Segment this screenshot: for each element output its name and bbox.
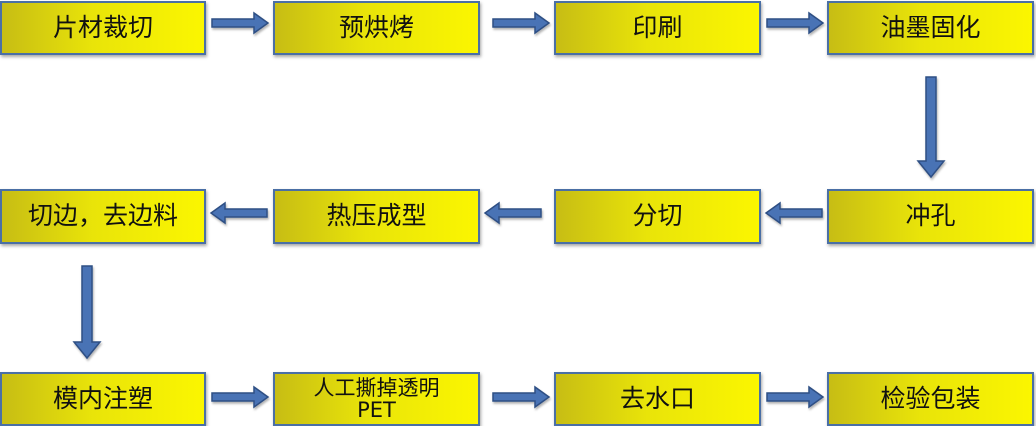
- step-label: 分切: [632, 201, 683, 231]
- step-trimming: 切边，去边料: [0, 189, 206, 244]
- step-label-line2: PET: [357, 398, 396, 422]
- arrow-right-icon: [492, 385, 551, 409]
- step-label: 片材裁切: [52, 12, 153, 42]
- step-label: 预烘烤: [338, 12, 414, 42]
- step-label: 检验包装: [880, 383, 981, 413]
- step-pre-baking: 预烘烤: [273, 1, 480, 55]
- arrow-left-icon: [209, 201, 268, 225]
- step-label: 印刷: [632, 12, 683, 42]
- step-label: 冲孔: [905, 201, 956, 231]
- step-punching: 冲孔: [827, 189, 1034, 244]
- step-label: 油墨固化: [880, 12, 981, 42]
- arrow-right-icon: [766, 385, 825, 409]
- step-label: 切边，去边料: [27, 201, 178, 231]
- arrow-down-icon: [916, 76, 946, 179]
- step-inspection-packing: 检验包装: [827, 372, 1034, 426]
- step-label-line1: 人工撕掉透明: [313, 375, 440, 400]
- arrow-down-icon: [72, 265, 102, 360]
- step-label: 热压成型: [326, 201, 427, 231]
- step-hot-press-forming: 热压成型: [273, 189, 480, 244]
- step-degating: 去水口: [554, 372, 761, 426]
- arrow-right-icon: [492, 11, 551, 35]
- step-sheet-cutting: 片材裁切: [0, 1, 206, 55]
- step-label: 去水口: [619, 383, 695, 413]
- arrow-right-icon: [211, 11, 270, 35]
- step-slitting: 分切: [554, 189, 761, 244]
- step-in-mold-injection: 模内注塑: [0, 372, 206, 426]
- step-printing: 印刷: [554, 1, 761, 55]
- arrow-right-icon: [211, 385, 270, 409]
- arrow-right-icon: [766, 11, 825, 35]
- step-peel-pet: 人工撕掉透明 PET: [273, 372, 480, 426]
- arrow-left-icon: [483, 201, 542, 225]
- arrow-left-icon: [764, 201, 823, 225]
- step-label: 模内注塑: [52, 383, 153, 413]
- step-ink-curing: 油墨固化: [827, 1, 1034, 55]
